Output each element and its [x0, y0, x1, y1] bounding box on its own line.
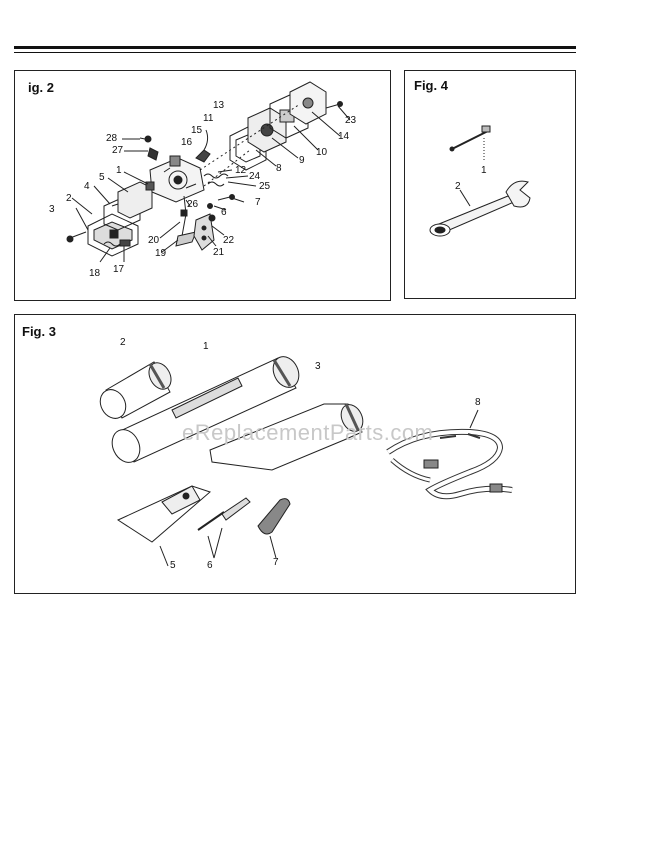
- fig2-label-14: 14: [338, 131, 350, 142]
- fig4-title: Fig. 4: [414, 78, 448, 93]
- header-rule-thick: [14, 46, 576, 49]
- fig2-label-13: 13: [213, 100, 225, 111]
- fig2-label-26: 26: [187, 199, 199, 210]
- fig3-label-1: 1: [203, 341, 209, 352]
- fig3-title: Fig. 3: [22, 324, 56, 339]
- fig2-label-25: 25: [259, 181, 271, 192]
- fig3-label-8: 8: [475, 397, 481, 408]
- fig2-panel: [14, 70, 391, 301]
- fig2-title: ig. 2: [28, 80, 55, 95]
- fig2-label-18: 18: [89, 268, 101, 279]
- fig2-label-1: 1: [116, 165, 122, 176]
- fig2-label-7: 7: [255, 197, 261, 208]
- fig4-label-2: 2: [455, 181, 461, 192]
- fig3-label-2: 2: [120, 337, 126, 348]
- fig2-label-12: 12: [235, 165, 247, 176]
- fig3-label-6: 6: [207, 560, 213, 571]
- header-rule-thin: [14, 52, 576, 53]
- fig2-label-4: 4: [84, 181, 90, 192]
- fig4-label-1: 1: [481, 165, 487, 176]
- fig2-label-5: 5: [99, 172, 105, 183]
- fig2-label-8: 8: [276, 163, 282, 174]
- fig2-label-3: 3: [49, 204, 55, 215]
- fig2-label-9: 9: [299, 155, 305, 166]
- fig2-label-20: 20: [148, 235, 160, 246]
- fig2-label-16: 16: [181, 137, 193, 148]
- fig2-label-22: 22: [223, 235, 235, 246]
- fig2-label-28: 28: [106, 133, 118, 144]
- fig4-panel: [404, 70, 576, 299]
- fig2-label-27: 27: [112, 145, 124, 156]
- fig2-label-24: 24: [249, 171, 261, 182]
- fig3-label-5: 5: [170, 560, 176, 571]
- fig3-panel: [14, 314, 576, 594]
- fig2-label-2: 2: [66, 193, 72, 204]
- watermark: eReplacementParts.com: [182, 420, 434, 445]
- fig2-label-10: 10: [316, 147, 328, 158]
- fig2-label-11: 11: [203, 113, 214, 124]
- fig2-label-6: 6: [221, 207, 227, 218]
- fig3-label-3: 3: [315, 361, 321, 372]
- fig2-label-17: 17: [113, 264, 125, 275]
- fig2-label-19: 19: [155, 248, 167, 259]
- fig2-label-15: 15: [191, 125, 203, 136]
- fig3-label-7: 7: [273, 557, 279, 568]
- fig2-label-21: 21: [213, 247, 225, 258]
- fig2-label-23: 23: [345, 115, 357, 126]
